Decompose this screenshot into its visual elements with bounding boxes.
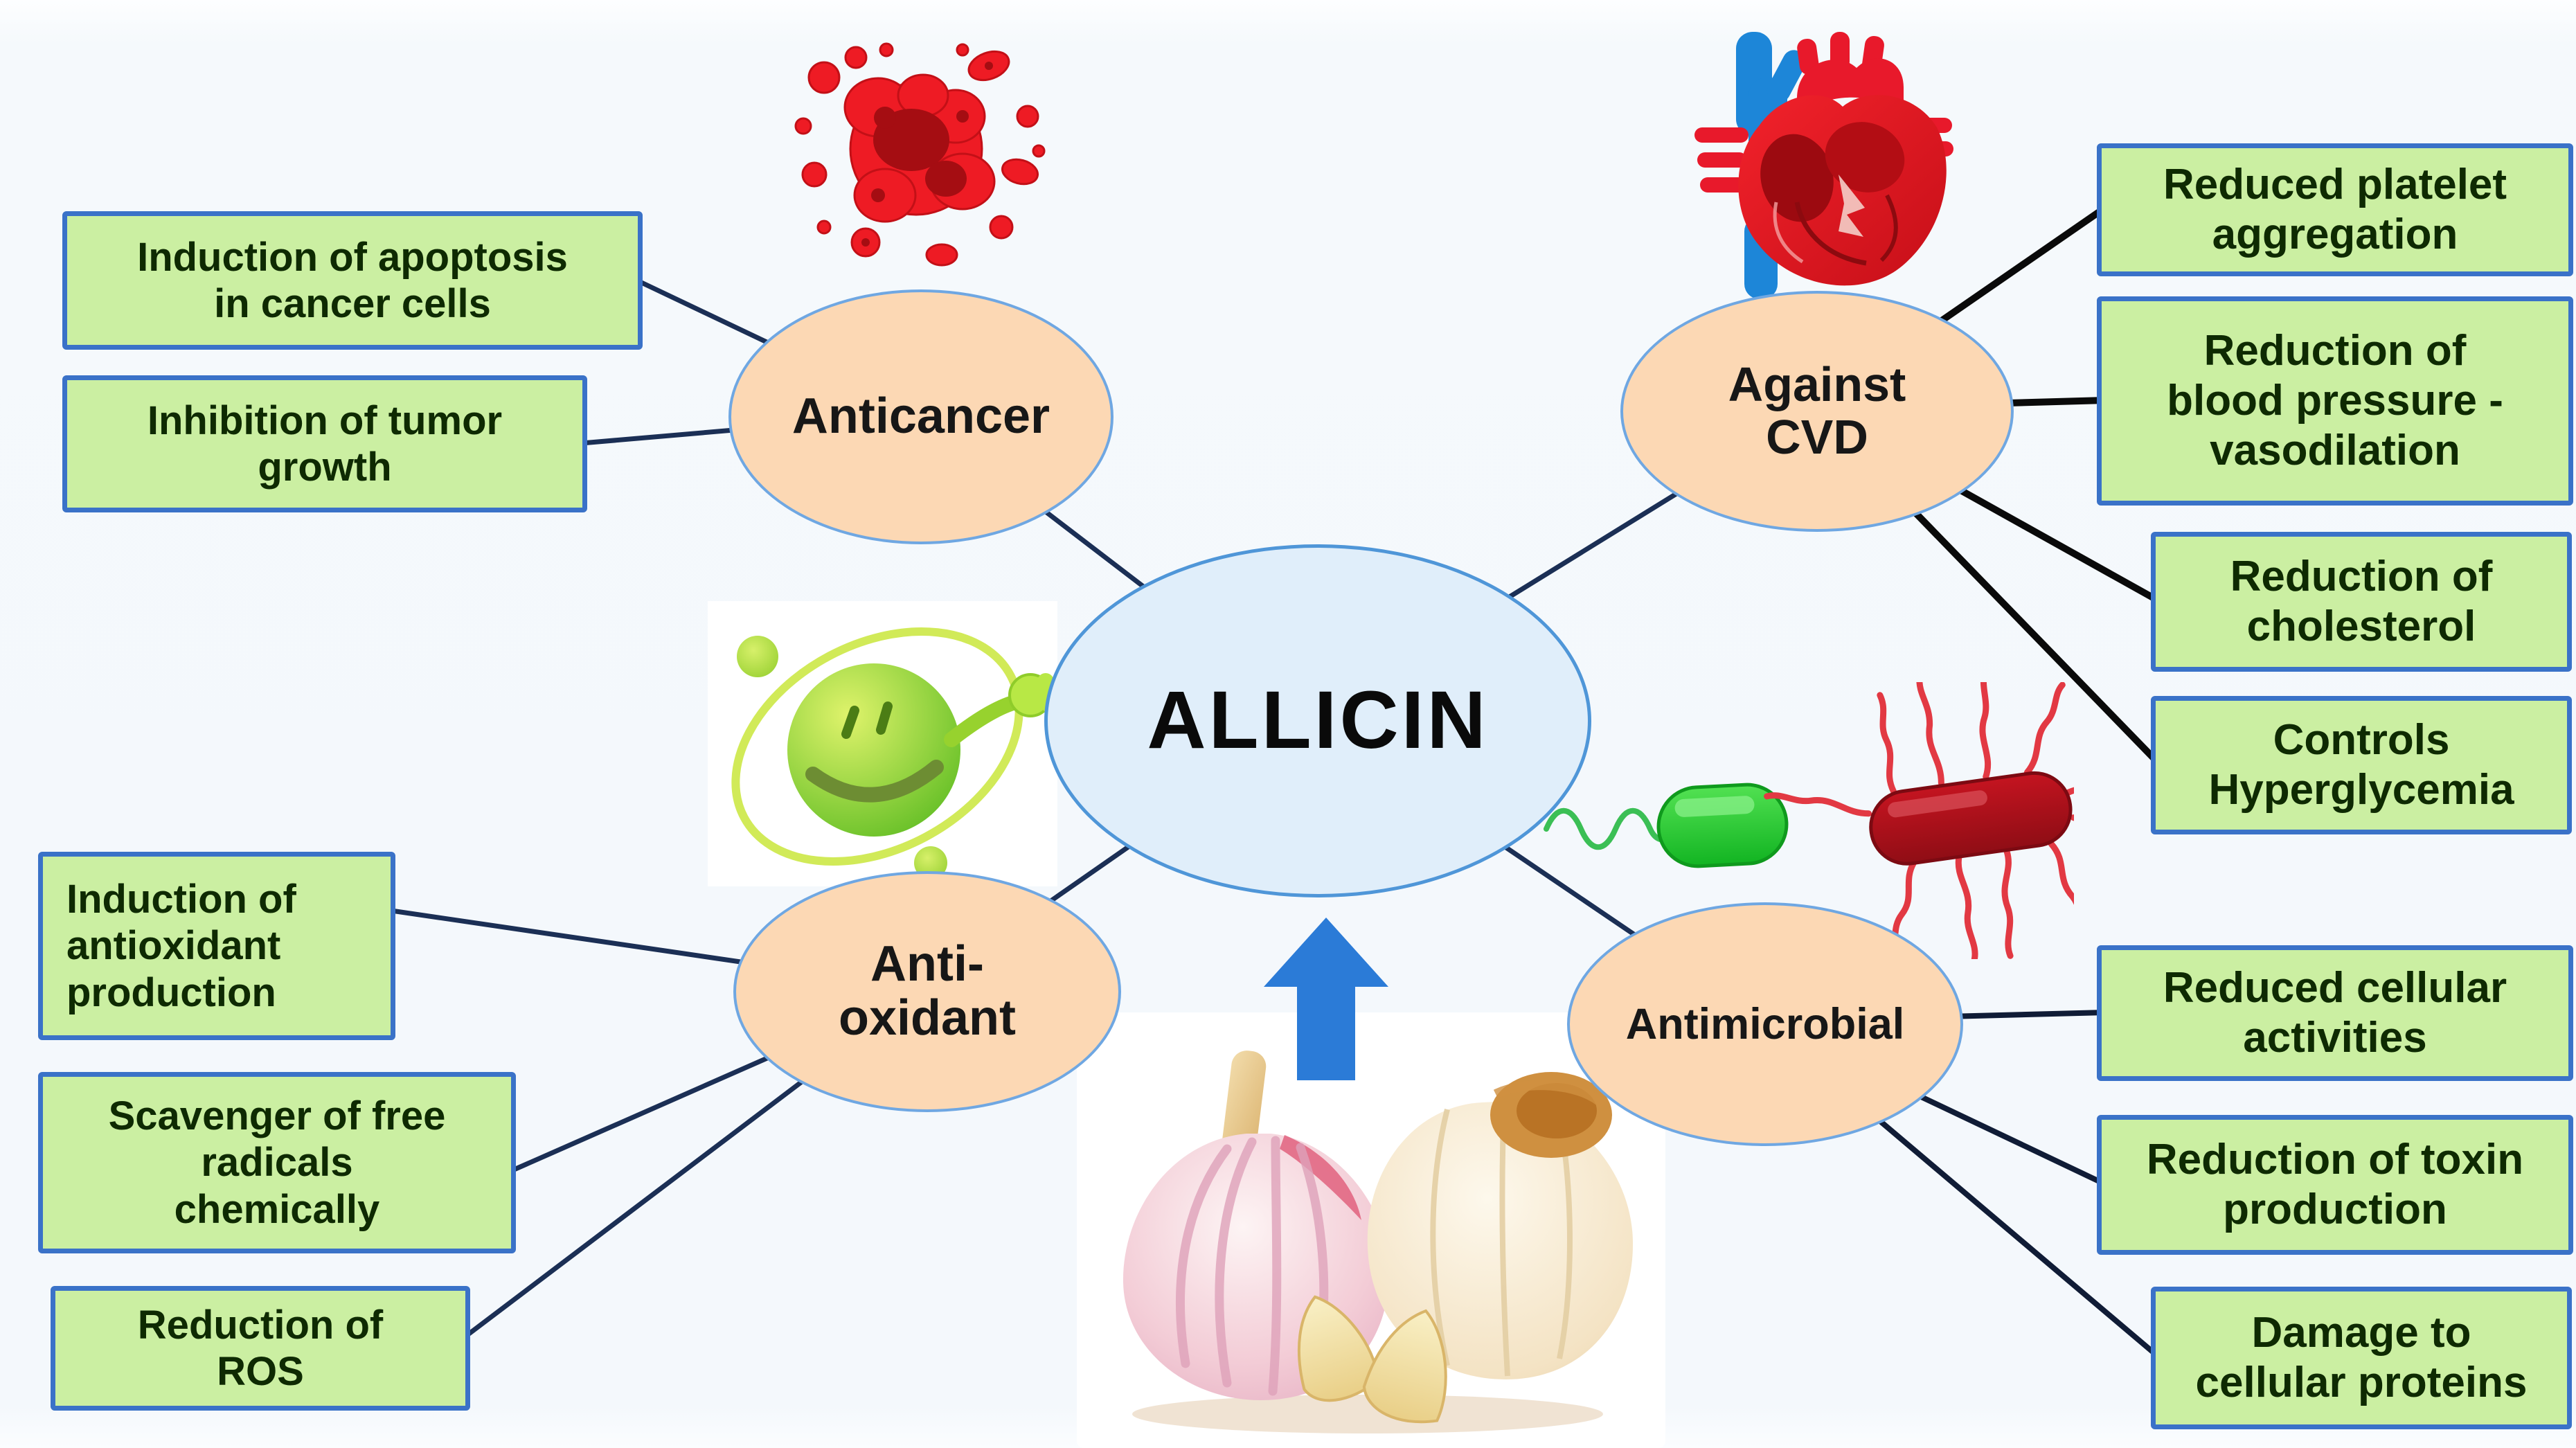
- branch-node-antioxidant: Anti- oxidant: [733, 871, 1121, 1112]
- benefit-text: Scavenger of free radicals chemically: [108, 1093, 446, 1232]
- benefit-text: Controls Hyperglycemia: [2208, 716, 2514, 814]
- benefit-box-platelet-aggregation: Reduced platelet aggregation: [2097, 143, 2573, 276]
- branch-label: Antimicrobial: [1625, 999, 1905, 1048]
- garlic-photo: [1077, 1012, 1665, 1448]
- cancer-cells-icon: [794, 42, 1046, 267]
- branch-label: Anti- oxidant: [838, 936, 1016, 1046]
- center-node-label: ALLICIN: [1147, 674, 1489, 767]
- branch-label: Against CVD: [1728, 357, 1906, 464]
- benefit-text: Reduction of blood pressure - vasodilati…: [2167, 327, 2503, 474]
- benefit-box-cholesterol: Reduction of cholesterol: [2151, 532, 2572, 672]
- benefit-box-blood-pressure: Reduction of blood pressure - vasodilati…: [2097, 296, 2573, 506]
- benefit-text: Inhibition of tumor growth: [147, 397, 503, 490]
- benefit-text: Reduction of cholesterol: [2230, 553, 2493, 650]
- benefit-text: Reduction of ROS: [137, 1302, 384, 1394]
- benefit-text: Induction of apoptosis in cancer cells: [137, 234, 568, 326]
- benefit-text: Reduced cellular activities: [2163, 964, 2507, 1062]
- benefit-box-tumor-growth: Inhibition of tumor growth: [62, 375, 587, 512]
- benefit-box-free-radical-scavenger: Scavenger of free radicals chemically: [38, 1072, 516, 1253]
- benefit-box-toxin-production: Reduction of toxin production: [2097, 1115, 2573, 1255]
- up-arrow-icon: [1264, 918, 1388, 1080]
- benefit-box-apoptosis: Induction of apoptosis in cancer cells: [62, 211, 643, 350]
- benefit-text: Reduction of toxin production: [2146, 1136, 2524, 1233]
- antioxidant-molecule-icon: [708, 601, 1057, 886]
- heart-icon: [1694, 32, 1953, 299]
- benefit-box-ros-reduction: Reduction of ROS: [51, 1286, 470, 1411]
- benefit-text: Induction of antioxidant production: [66, 877, 296, 1015]
- benefit-text: Damage to cellular proteins: [2195, 1309, 2528, 1406]
- benefit-box-cellular-activities: Reduced cellular activities: [2097, 945, 2573, 1081]
- center-node-allicin: ALLICIN: [1044, 544, 1591, 897]
- branch-node-against-cvd: Against CVD: [1620, 291, 2014, 532]
- benefit-text: Reduced platelet aggregation: [2163, 161, 2507, 258]
- branch-node-antimicrobial: Antimicrobial: [1567, 902, 1963, 1146]
- benefit-box-hyperglycemia: Controls Hyperglycemia: [2151, 696, 2572, 834]
- branch-node-anticancer: Anticancer: [728, 289, 1113, 544]
- branch-label: Anticancer: [791, 388, 1050, 445]
- benefit-box-cellular-proteins: Damage to cellular proteins: [2151, 1287, 2572, 1429]
- benefit-box-antioxidant-production: Induction of antioxidant production: [38, 852, 395, 1040]
